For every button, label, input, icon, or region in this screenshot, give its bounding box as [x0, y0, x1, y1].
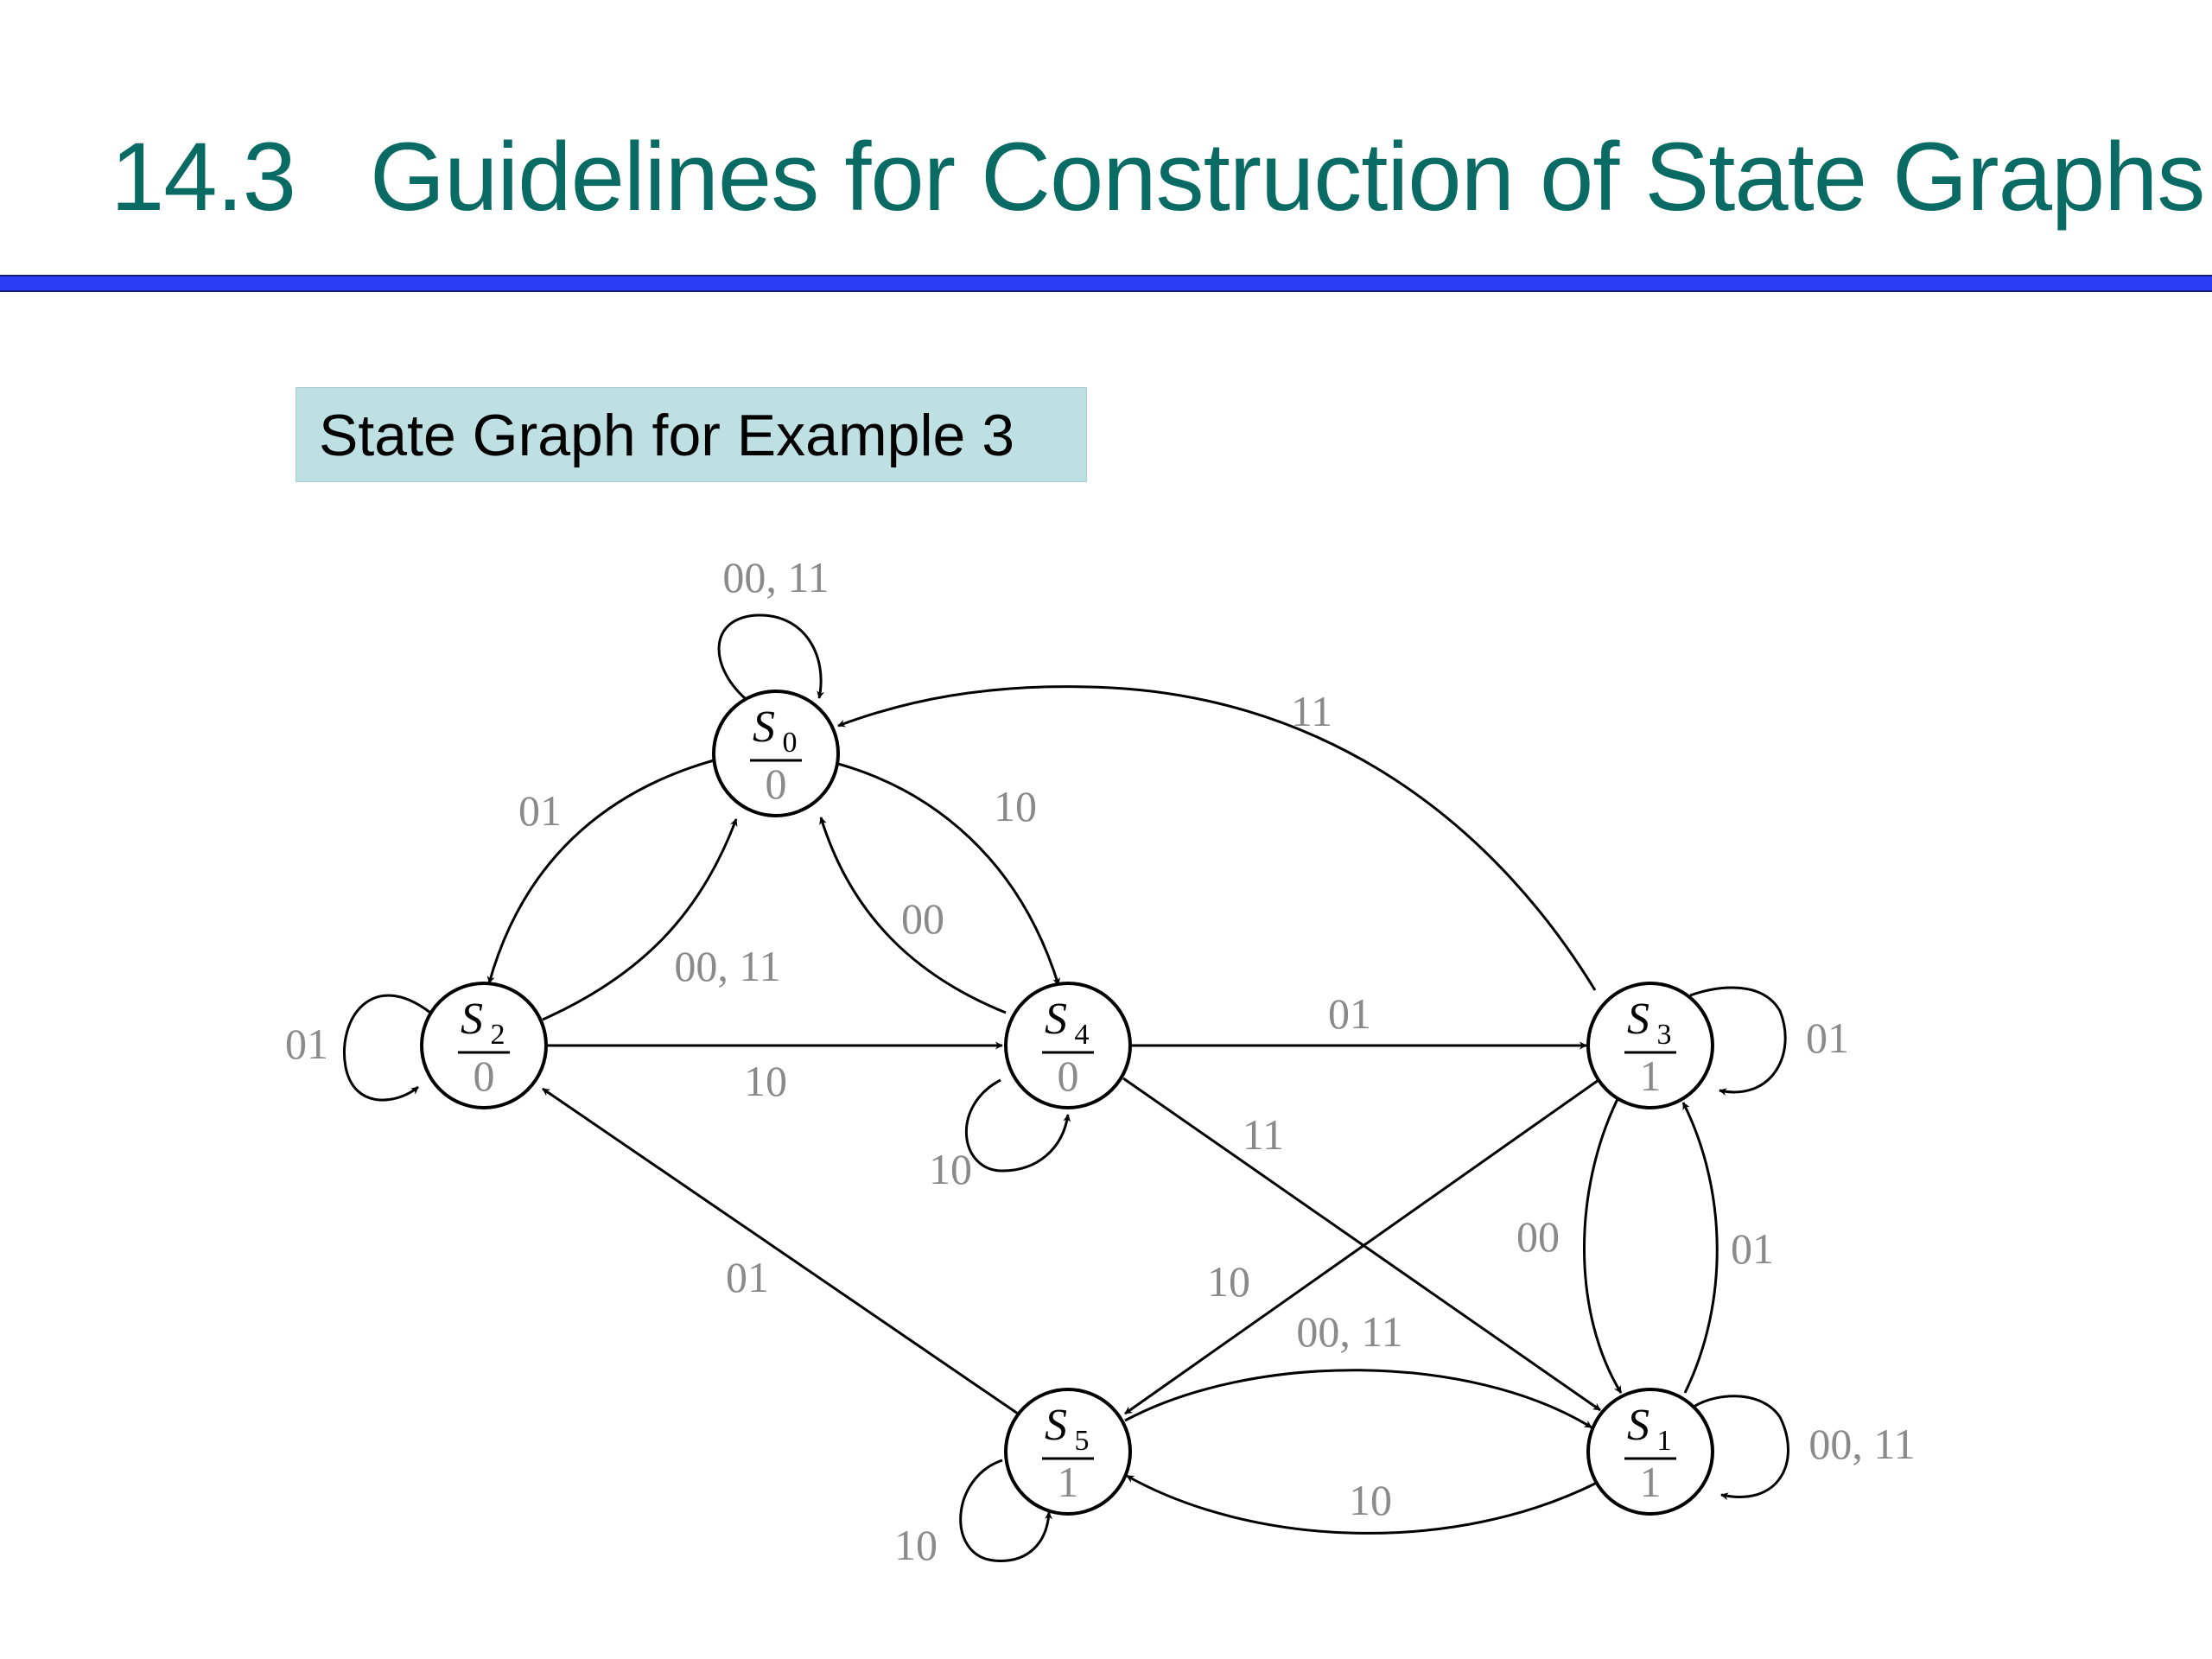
slide-title: 14.3 Guidelines for Construction of State…	[111, 121, 2205, 232]
transition-s3-to-s1	[1583, 1098, 1623, 1394]
state-name: S	[461, 995, 483, 1044]
transition-label-s3-s0: 11	[1291, 687, 1332, 735]
transition-s1-to-s5	[1126, 1474, 1598, 1535]
transition-label-s0-s2: 01	[518, 786, 562, 835]
transition-label-s1-s1: 00, 11	[1808, 1420, 1915, 1468]
state-circle	[1586, 982, 1714, 1109]
state-output: 1	[1058, 1458, 1079, 1506]
transition-s1-to-s3	[1681, 1102, 1719, 1394]
state-output: 0	[1058, 1052, 1079, 1100]
transition-label-s0-s0: 00, 11	[722, 553, 829, 601]
state-output: 1	[1640, 1052, 1662, 1100]
transition-s0-to-s4	[837, 762, 1060, 986]
transition-s5-to-s2	[542, 1087, 1019, 1415]
state-name: S	[1627, 995, 1649, 1044]
transition-label-s5-s1: 00, 11	[1296, 1307, 1402, 1356]
state-subscript: 2	[491, 1019, 505, 1051]
transition-label-s4-s0: 00	[901, 894, 944, 943]
title-text: Guidelines for Construction of State Gra…	[369, 123, 2205, 231]
state-circle	[420, 982, 548, 1109]
transition-label-s2-s2: 01	[285, 1020, 328, 1068]
transition-label-s1-s3: 01	[1731, 1224, 1774, 1273]
transition-label-s1-s5: 10	[1349, 1476, 1392, 1524]
transition-label-s5-s2: 01	[726, 1253, 769, 1301]
transition-label-s2-s0: 00, 11	[674, 942, 780, 990]
transition-label-s5-s5: 10	[894, 1521, 938, 1569]
transition-s4-to-s0	[819, 817, 1007, 1014]
state-name: S	[1045, 1401, 1067, 1450]
title-divider	[0, 275, 2212, 292]
state-subscript: 1	[1657, 1425, 1672, 1457]
state-subscript: 0	[783, 727, 798, 759]
state-output: 0	[474, 1052, 495, 1100]
state-subscript: 5	[1075, 1425, 1090, 1457]
transition-s3-to-s0	[837, 685, 1597, 991]
transition-label-s0-s4: 10	[994, 782, 1037, 830]
transition-label-s3-s3: 01	[1806, 1014, 1849, 1062]
state-output: 0	[766, 760, 787, 808]
section-number: 14.3	[111, 123, 296, 231]
transition-s0-to-s2	[486, 759, 715, 984]
diagram-caption: State Graph for Example 3	[296, 387, 1087, 482]
state-output: 1	[1640, 1458, 1662, 1506]
state-subscript: 3	[1657, 1019, 1672, 1051]
transition-label-s4-s1: 11	[1243, 1110, 1284, 1159]
transition-s4-to-s4	[965, 1078, 1071, 1173]
state-name: S	[1627, 1401, 1649, 1450]
transition-s5-to-s1	[1124, 1369, 1592, 1429]
state-circle	[1586, 1388, 1714, 1516]
state-subscript: 4	[1075, 1019, 1090, 1051]
state-circle	[1004, 982, 1132, 1109]
transition-s2-to-s2	[343, 994, 431, 1102]
transition-label-s3-s1: 00	[1516, 1212, 1560, 1261]
state-name: S	[1045, 995, 1067, 1044]
transition-label-s3-s5: 10	[1207, 1257, 1250, 1306]
state-name: S	[753, 702, 775, 752]
state-circle	[712, 690, 840, 817]
transition-s3-to-s3	[1689, 986, 1787, 1096]
transition-s5-to-s5	[959, 1459, 1053, 1562]
transition-label-s4-s3: 01	[1328, 989, 1371, 1038]
transition-label-s4-s4: 10	[929, 1145, 972, 1193]
transition-s2-to-s0	[542, 818, 738, 1021]
transition-s1-to-s1	[1693, 1395, 1789, 1501]
state-circle	[1004, 1388, 1132, 1516]
transition-s4-to-s1	[1122, 1077, 1601, 1412]
transition-label-s2-s4: 10	[744, 1057, 787, 1105]
transition-s0-to-s0	[717, 613, 825, 700]
transition-s3-to-s5	[1124, 1078, 1599, 1415]
